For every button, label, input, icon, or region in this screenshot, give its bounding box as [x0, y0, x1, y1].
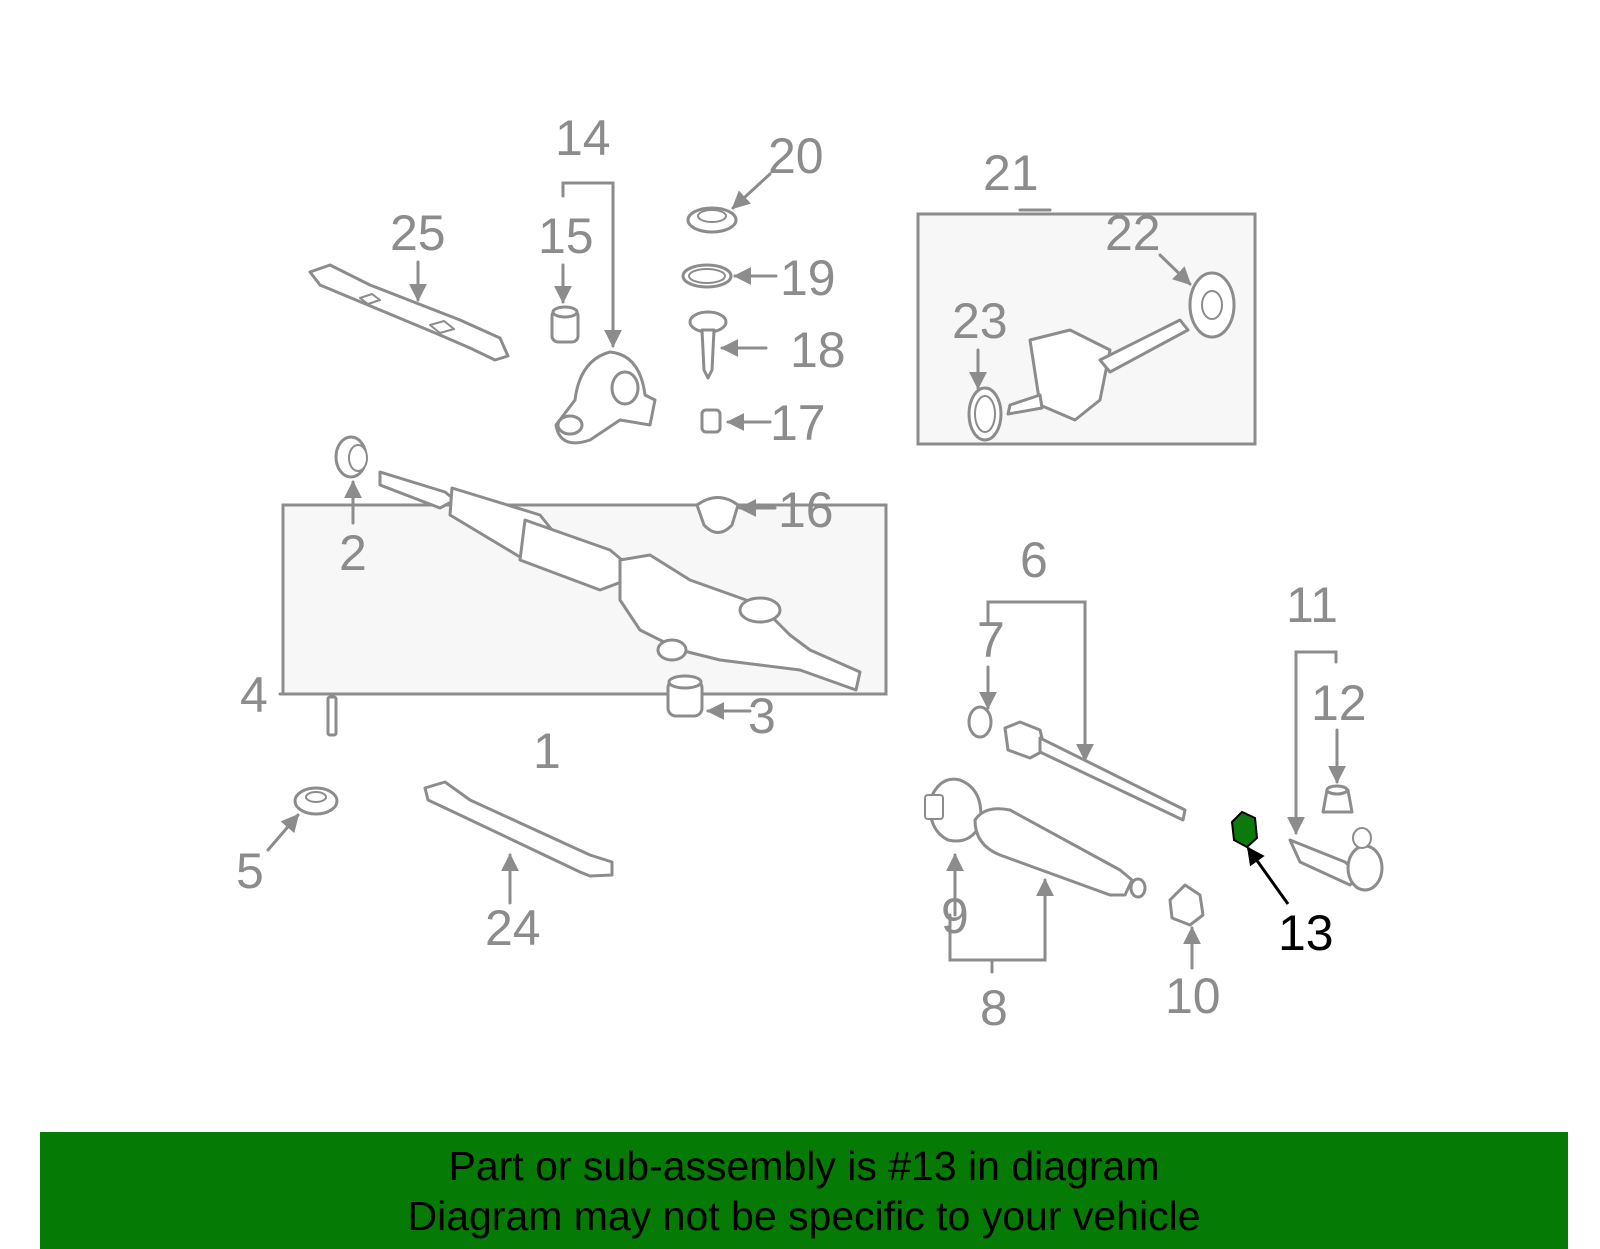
banner-line-2: Diagram may not be specific to your vehi…	[407, 1192, 1201, 1239]
part-13-nut-highlighted[interactable]	[1230, 810, 1290, 905]
callout-3: 3	[748, 688, 776, 744]
callout-16: 16	[778, 482, 834, 538]
callout-14: 14	[555, 110, 611, 166]
callout-15: 15	[538, 208, 594, 264]
callout-21: 21	[983, 145, 1039, 201]
part-21-valve[interactable]	[1006, 208, 1190, 422]
part-24-bracket[interactable]	[423, 780, 614, 905]
part-11-tie-rod-end[interactable]	[1287, 650, 1384, 892]
part-19-o-ring[interactable]	[681, 263, 778, 289]
banner-line-1: Part or sub-assembly is #13 in diagram	[448, 1142, 1160, 1189]
part-14-clamp[interactable]	[554, 181, 657, 445]
callout-18: 18	[790, 322, 846, 378]
callout-2: 2	[339, 525, 367, 581]
info-banner: Part or sub-assembly is #13 in diagram D…	[40, 1132, 1568, 1249]
part-2-bushing[interactable]	[334, 435, 368, 525]
part-10-nut[interactable]	[1168, 883, 1205, 970]
callout-12: 12	[1311, 675, 1367, 731]
callout-1: 1	[533, 723, 561, 779]
part-23-o-ring[interactable]	[967, 348, 1003, 442]
callout-19: 19	[780, 250, 836, 306]
part-7-washer[interactable]	[967, 665, 997, 739]
part-16-cap[interactable]	[695, 496, 777, 534]
callout-11: 11	[1286, 577, 1338, 633]
part-6-inner-tie-rod[interactable]	[986, 600, 1187, 822]
part-22-seal[interactable]	[1158, 253, 1236, 339]
callout-4: 4	[240, 667, 268, 723]
part-18-screw[interactable]	[688, 310, 768, 380]
part-20-seal[interactable]	[686, 172, 772, 234]
part-9-clamp[interactable]	[924, 777, 983, 843]
part-17-plug[interactable]	[700, 408, 772, 434]
part-4-stud[interactable]	[278, 692, 338, 737]
callout-22: 22	[1105, 205, 1161, 261]
part-12-boot[interactable]	[1321, 728, 1354, 814]
part-15-bushing[interactable]	[550, 263, 580, 344]
callout-20: 20	[768, 128, 824, 184]
part-8-boot[interactable]	[946, 807, 1147, 974]
callout-25: 25	[390, 205, 446, 261]
callout-13: 13	[1278, 905, 1334, 961]
callout-8: 8	[980, 980, 1008, 1036]
part-1-rack[interactable]	[378, 470, 862, 692]
callout-7: 7	[977, 612, 1005, 668]
callout-24: 24	[485, 900, 541, 956]
part-3-bushing[interactable]	[666, 674, 752, 720]
callout-10: 10	[1165, 968, 1221, 1024]
callout-17: 17	[770, 395, 826, 451]
callout-23: 23	[952, 293, 1008, 349]
callout-6: 6	[1020, 532, 1048, 588]
callout-9: 9	[941, 888, 969, 944]
callout-5: 5	[236, 843, 264, 899]
part-5-washer[interactable]	[266, 786, 339, 852]
part-25-bracket[interactable]	[308, 260, 510, 362]
